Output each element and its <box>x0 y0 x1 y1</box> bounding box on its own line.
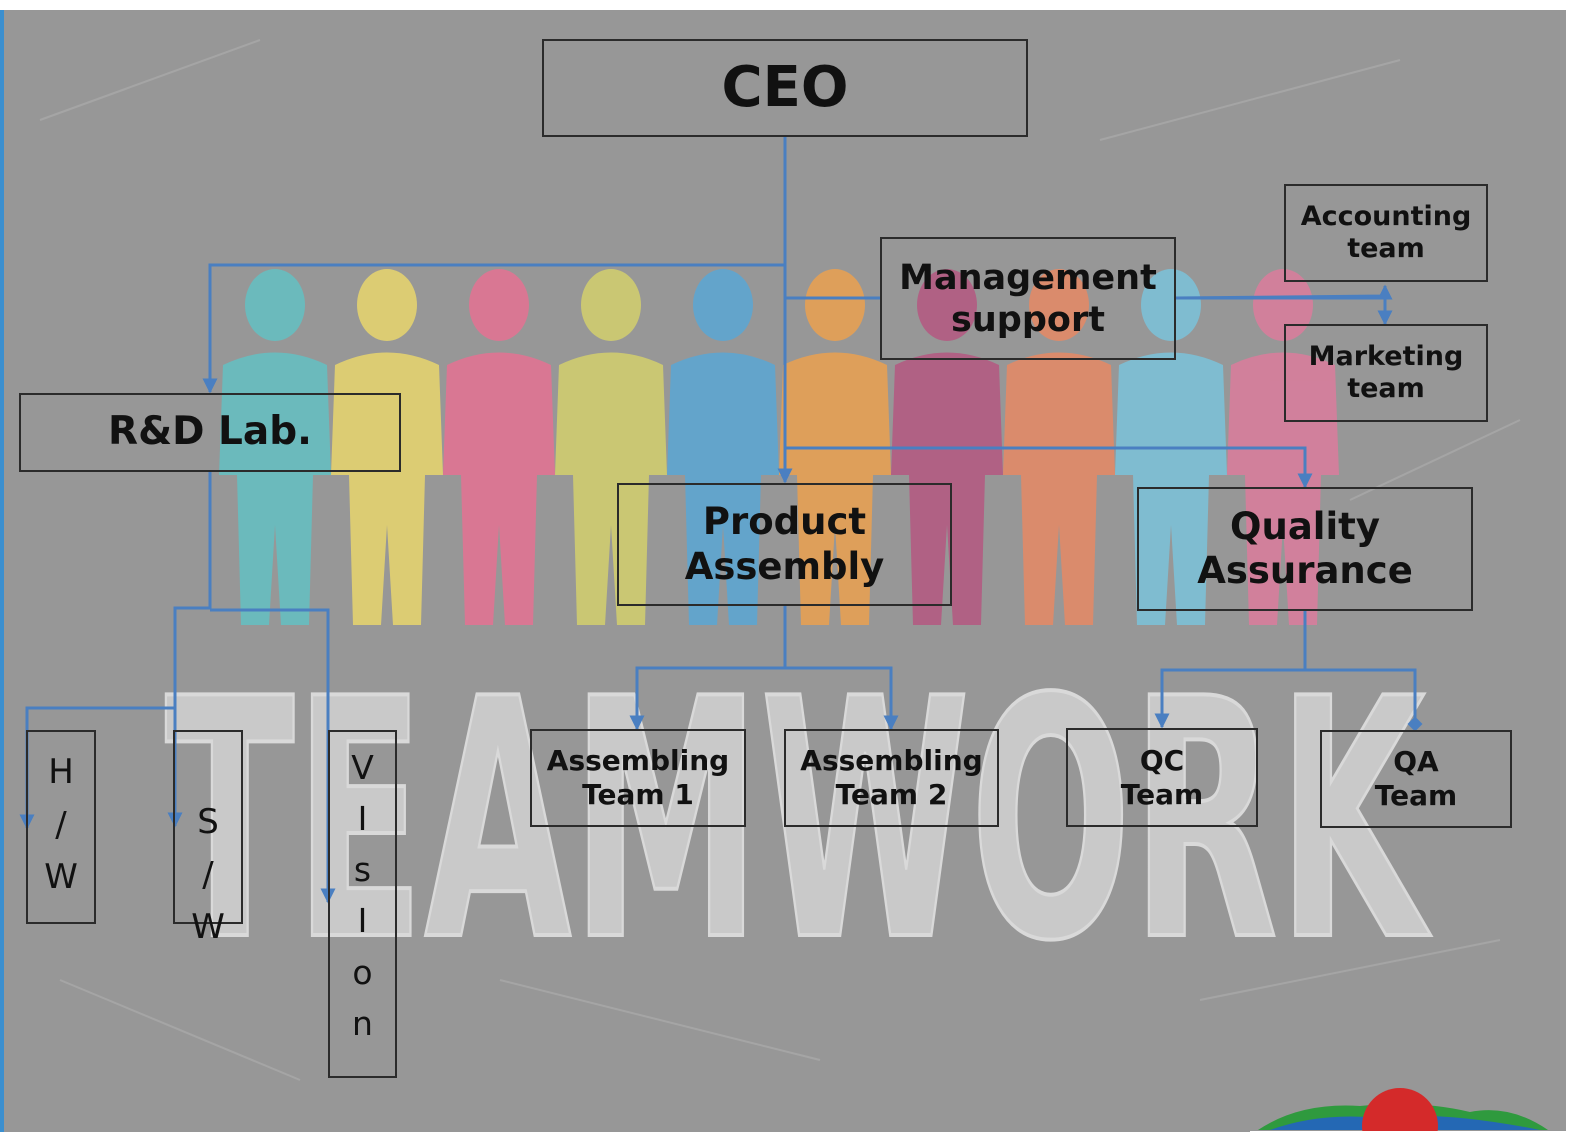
vision-char-2: I <box>357 799 368 839</box>
rnd-lab-box: R&D Lab. <box>19 393 401 472</box>
vision-char-6: n <box>352 1003 373 1043</box>
assembling1-label-line-2: Team 1 <box>582 778 694 811</box>
qc-label-line-1: QC <box>1139 743 1185 777</box>
sw-char-3: W <box>191 907 225 948</box>
marketing-label-line-2: team <box>1347 373 1425 404</box>
vision-box: V I s I o n <box>328 730 397 1078</box>
vision-char-3: s <box>353 850 372 890</box>
qc-team-box: QC Team <box>1066 728 1258 827</box>
accounting-label-line-1: Accounting <box>1300 200 1472 232</box>
vision-char-5: o <box>352 952 373 992</box>
marketing-label-line-1: Marketing <box>1308 340 1464 372</box>
quality-label-line-1: Quality <box>1230 504 1380 548</box>
assembling-team-1-box: Assembling Team 1 <box>530 729 746 827</box>
management-support-box: Management support <box>880 237 1176 360</box>
product-label-line-1: Product <box>702 500 867 544</box>
assembling-team-2-box: Assembling Team 2 <box>784 729 999 827</box>
qa-label-line-2: Team <box>1374 779 1458 812</box>
management-label-line-2: support <box>951 299 1105 340</box>
product-label-line-2: Assembly <box>684 544 885 588</box>
assembling2-label-line-1: Assembling <box>800 744 983 778</box>
marketing-team-box: Marketing team <box>1284 324 1488 422</box>
qa-team-box: QA Team <box>1320 730 1512 828</box>
sw-char-1: S <box>197 802 219 842</box>
accounting-label-line-2: team <box>1347 233 1425 264</box>
sw-char-2: / <box>202 854 214 895</box>
hw-char-3: W <box>44 857 78 898</box>
person-figure <box>891 269 1003 625</box>
logo <box>1250 1088 1570 1139</box>
assembling2-label-line-2: Team 2 <box>835 778 948 811</box>
management-label-line-1: Management <box>899 257 1157 298</box>
qa-label-line-1: QA <box>1393 745 1439 779</box>
sw-box: S / W <box>173 730 243 947</box>
vision-char-1: V <box>351 748 374 787</box>
accounting-team-box: Accounting team <box>1284 184 1488 282</box>
assembling1-label-line-1: Assembling <box>546 744 730 778</box>
vision-char-4: I <box>357 901 368 941</box>
qc-label-line-2: Team <box>1120 777 1204 811</box>
hw-char-2: / <box>55 804 67 845</box>
ceo-label: CEO <box>721 55 849 121</box>
product-assembly-box: Product Assembly <box>617 483 952 606</box>
rnd-label: R&D Lab. <box>108 409 312 455</box>
ceo-box: CEO <box>542 39 1028 137</box>
quality-label-line-2: Assurance <box>1197 549 1413 592</box>
quality-assurance-box: Quality Assurance <box>1137 487 1473 611</box>
person-figure <box>779 269 891 625</box>
hw-char-1: H <box>48 752 74 792</box>
person-figure <box>1003 269 1115 625</box>
hw-box: H / W <box>26 730 96 924</box>
